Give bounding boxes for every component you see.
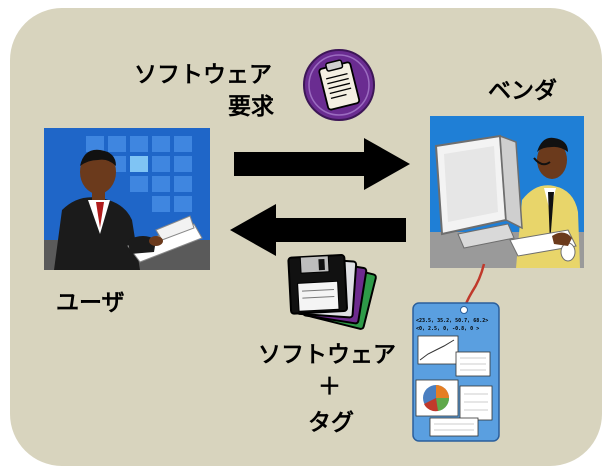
- tag-card-icon: <23.5, 35.2, 50.7, 68.2> <0, 2.5, 0, -0.…: [412, 302, 500, 442]
- tag-card-line1: <23.5, 35.2, 50.7, 68.2>: [416, 318, 488, 324]
- vendor-clipart: [430, 116, 584, 268]
- software-arrow-left: [230, 204, 406, 256]
- clipboard-icon: [303, 49, 375, 121]
- request-label-line2: 要求: [228, 94, 274, 120]
- software-label: ソフトウェア: [258, 342, 396, 368]
- vendor-label: ベンダ: [488, 78, 557, 104]
- floppy-disks-icon: [287, 254, 377, 330]
- request-arrow-right: [234, 138, 410, 190]
- tag-label: タグ: [308, 410, 354, 436]
- request-label-line1: ソフトウェア: [134, 62, 272, 88]
- user-clipart: [44, 128, 210, 270]
- tag-card-line2: <0, 2.5, 0, -0.8, 0 >: [416, 326, 479, 332]
- plus-label: ＋: [318, 374, 341, 400]
- user-label: ユーザ: [56, 290, 125, 316]
